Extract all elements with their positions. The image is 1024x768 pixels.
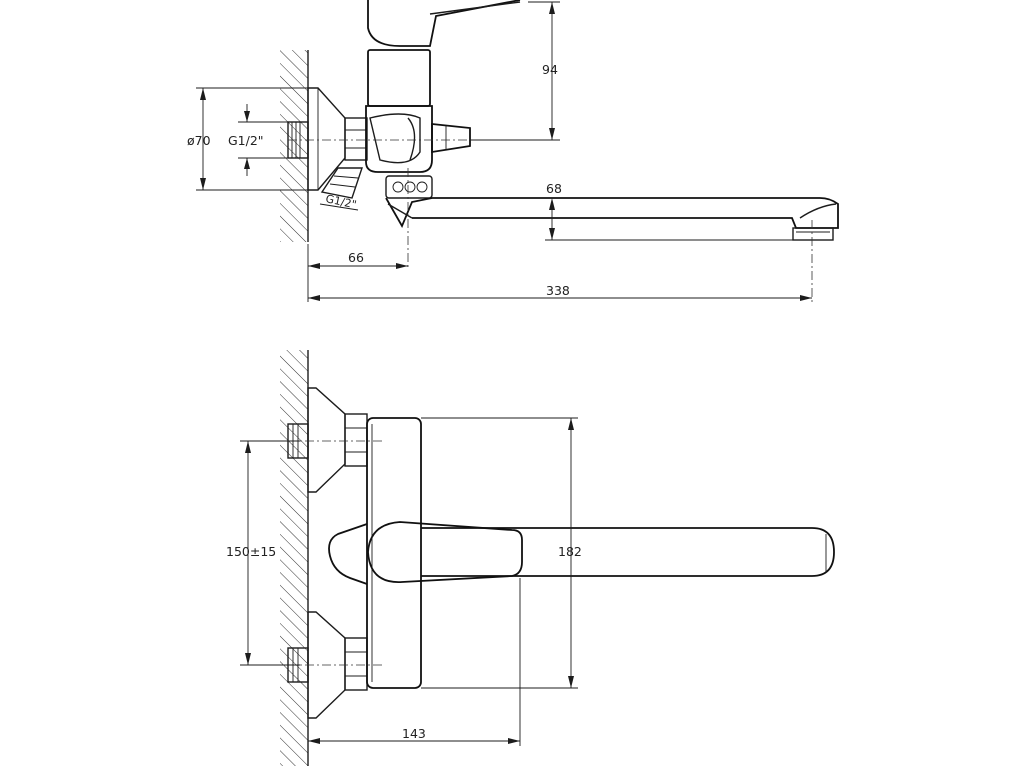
lever-handle [367, 521, 523, 583]
swivel-ring [385, 175, 433, 199]
dim-label-diameter-70: ø70 [187, 133, 211, 148]
dim-label-338: 338 [546, 283, 570, 298]
dim-label-68: 68 [546, 181, 562, 196]
dim-338: 338 [308, 283, 812, 301]
side-view: 94 68 ø70 G1/2" [187, 0, 839, 302]
dim-label-143: 143 [402, 726, 426, 741]
dim-182: 182 [421, 417, 582, 689]
dim-150: 150±15 [226, 440, 300, 666]
escutcheon-cone [307, 87, 346, 191]
dim-94: 94 [470, 1, 560, 141]
dim-label-thread-outlet: G1/2" [324, 192, 357, 211]
dim-66: 66 [307, 244, 408, 302]
dim-143: 143 [308, 578, 521, 746]
diverter-knob [431, 123, 471, 154]
dim-thread-outlet: G1/2" [319, 192, 359, 211]
hex-nut [344, 117, 368, 161]
faucet-body [365, 0, 521, 173]
diverter-top [328, 523, 368, 585]
spout-side [385, 197, 839, 241]
spout-top [421, 527, 835, 577]
wall-section-bottom [280, 350, 309, 766]
bottom-connector [320, 167, 363, 199]
top-view: 150±15 182 143 [226, 350, 835, 766]
dim-label-94: 94 [542, 62, 558, 77]
dim-label-66: 66 [348, 250, 364, 265]
wall-section-top [280, 50, 309, 242]
dim-diameter-70: ø70 [187, 87, 312, 191]
dim-thread-inlet: G1/2" [228, 104, 292, 176]
faucet-body-top [366, 417, 422, 689]
dim-68: 68 [545, 181, 800, 241]
dim-label-150: 150±15 [226, 544, 276, 559]
dim-label-182: 182 [558, 544, 582, 559]
dim-label-thread-inlet: G1/2" [228, 133, 264, 148]
